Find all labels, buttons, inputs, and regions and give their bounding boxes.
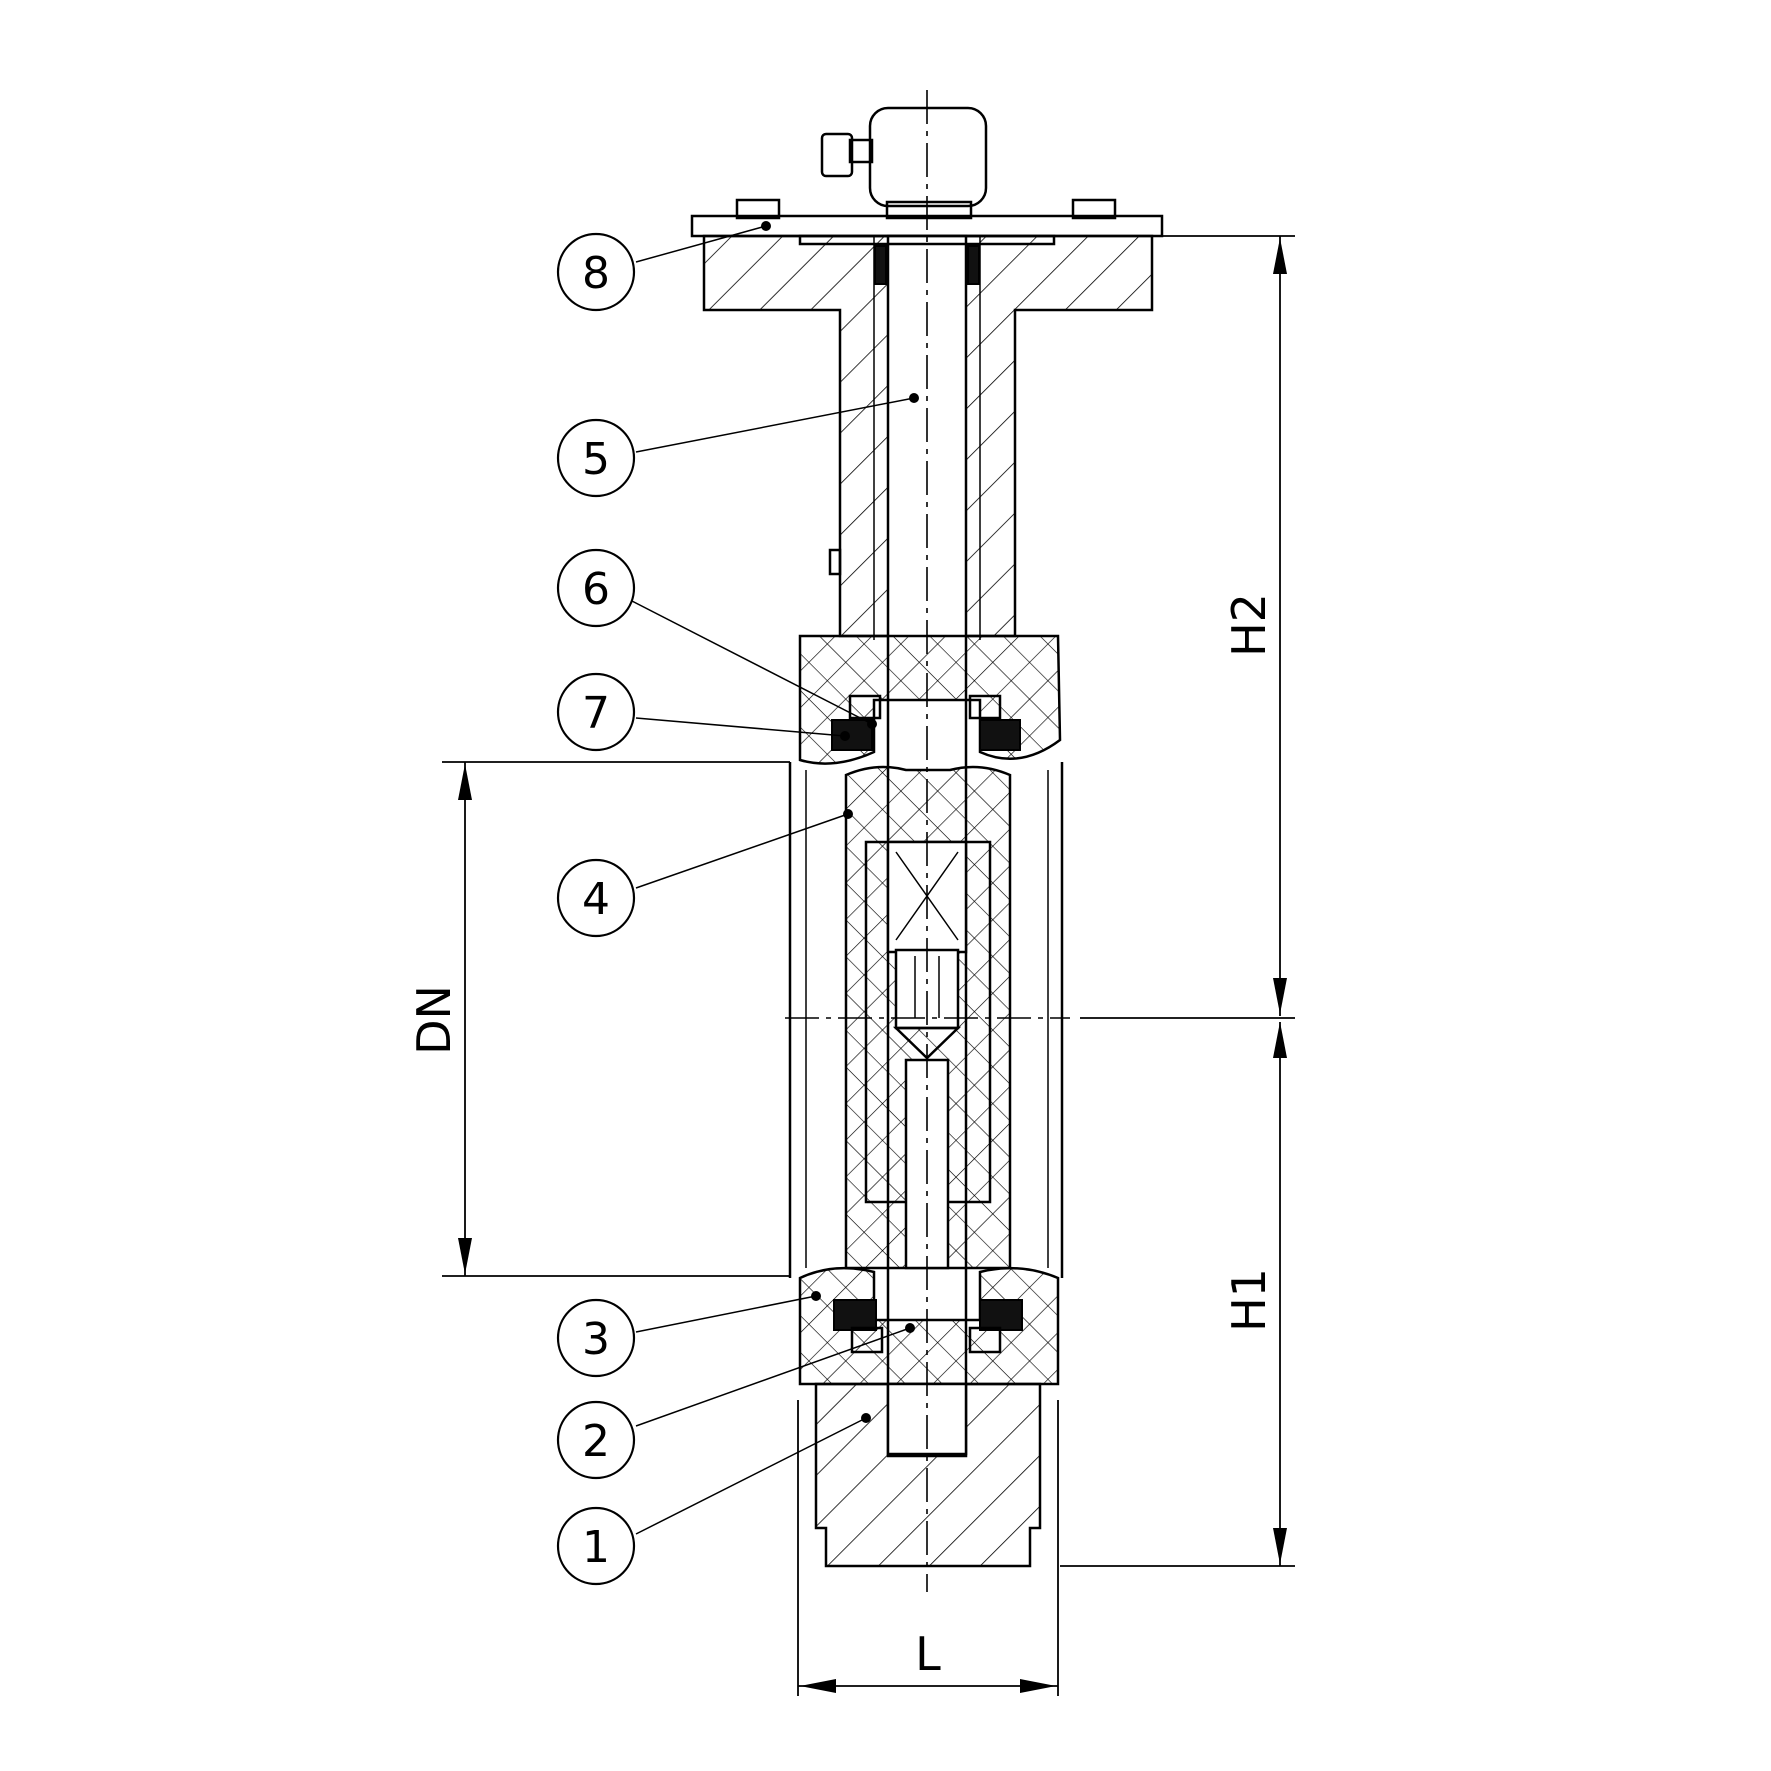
body-outer xyxy=(788,762,1064,1278)
svg-text:7: 7 xyxy=(582,688,610,739)
lower-liner xyxy=(798,1266,1060,1386)
svg-text:6: 6 xyxy=(582,564,610,615)
h2-label: H2 xyxy=(1222,593,1276,657)
callout-8: 8 xyxy=(556,232,636,312)
dimension-l: L xyxy=(797,1400,1059,1696)
dimension-dn: DN xyxy=(407,761,790,1277)
dimension-h2: H2 xyxy=(1162,235,1295,1016)
callout-4: 4 xyxy=(556,858,636,938)
lower-body xyxy=(814,1382,1042,1568)
svg-text:5: 5 xyxy=(582,434,610,485)
dimension-h1: H1 xyxy=(1060,1017,1295,1567)
callout-7: 7 xyxy=(556,672,636,752)
svg-text:2: 2 xyxy=(582,1416,610,1467)
h1-label: H1 xyxy=(1222,1268,1276,1332)
dn-label: DN xyxy=(407,985,461,1055)
callout-3: 3 xyxy=(556,1298,636,1378)
callout-1: 1 xyxy=(556,1506,636,1586)
callout-6: 6 xyxy=(556,548,636,628)
callout-leaders xyxy=(629,221,919,1535)
l-label: L xyxy=(915,1627,941,1681)
svg-text:8: 8 xyxy=(582,248,610,299)
callout-5: 5 xyxy=(556,418,636,498)
svg-text:3: 3 xyxy=(582,1314,610,1365)
callout-2: 2 xyxy=(556,1400,636,1480)
top-actuator xyxy=(735,106,1117,220)
svg-text:4: 4 xyxy=(582,874,610,925)
svg-text:1: 1 xyxy=(582,1522,610,1573)
